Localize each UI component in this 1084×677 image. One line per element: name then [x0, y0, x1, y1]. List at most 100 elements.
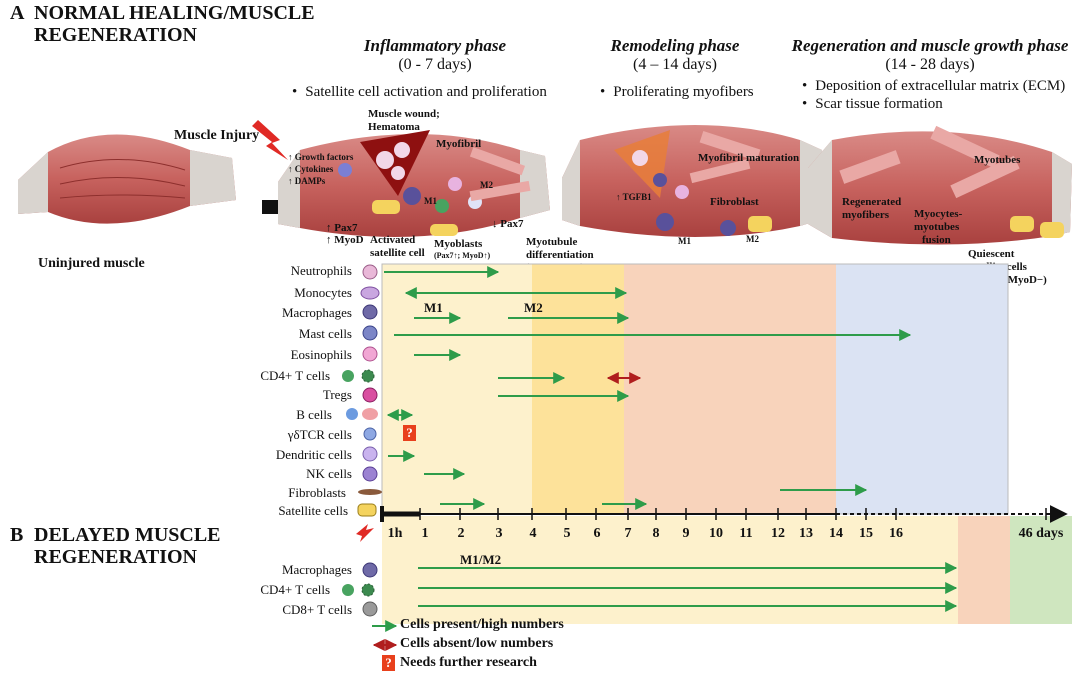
phase-regeneration: Regeneration and muscle growth phase (14…: [780, 36, 1080, 74]
cell-label: Neutrophils: [290, 263, 352, 278]
tick-label: 46 days: [1018, 526, 1064, 541]
phase-title: Inflammatory phase: [363, 36, 507, 55]
tick-label: 1h: [387, 526, 403, 541]
band-overlap: [532, 264, 624, 514]
tick-label: 2: [457, 526, 465, 541]
label-satellite-cell: satellite cell: [370, 247, 425, 259]
label-uninjured: Uninjured muscle: [38, 256, 145, 271]
cell-label: Satellite cells: [278, 503, 348, 518]
uninjured-muscle-image: [18, 134, 236, 224]
cell-icons-b: [342, 562, 378, 617]
label-myotubes: Myotubes: [974, 154, 1021, 166]
cell-label: Dendritic cells: [275, 447, 352, 462]
cell-icons-a: [342, 264, 382, 517]
tick-label: 14: [829, 526, 843, 541]
plasma-cell-icon: [362, 408, 378, 420]
legend-absent: Cells absent/low numbers: [400, 636, 554, 651]
label-pax7-down: ↓ Pax7: [492, 218, 524, 230]
cell-label: CD8+ T cells: [282, 602, 352, 617]
phase-bullet: Scar tissue formation: [802, 96, 942, 113]
tick-label: 13: [799, 526, 813, 541]
label-myocytes: Myocytes-: [914, 208, 963, 220]
tick-label: 3: [495, 526, 503, 541]
cell-label: CD4+ T cells: [260, 582, 330, 597]
neutrophil-icon: [362, 264, 378, 280]
cell-label: NK cells: [306, 466, 352, 481]
phase-bullet: Proliferating myofibers: [600, 84, 753, 101]
label-growth-factors: ↑ Growth factors: [288, 152, 354, 162]
section-b-letter: B: [10, 524, 24, 546]
label-fusion: fusion: [922, 234, 951, 246]
cd4-t-cell-active-icon: [361, 369, 375, 383]
eosinophil-icon: [362, 346, 378, 362]
cell-label: Macrophages: [281, 562, 352, 577]
label-damps: ↑ DAMPs: [288, 176, 326, 186]
tick-label: 8: [652, 526, 660, 541]
tick-label: 4: [529, 526, 537, 541]
label-plot-m1: M1: [424, 300, 443, 315]
muscle-illustrations: [18, 120, 1072, 245]
tick-label: 9: [682, 526, 690, 541]
cell-label: Macrophages: [281, 305, 352, 320]
question-mark-box: ?: [403, 425, 416, 441]
nk-cell-icon: [362, 466, 378, 482]
label-muscle-injury: Muscle Injury: [174, 128, 260, 143]
band-delayed-regeneration: [1010, 516, 1072, 624]
cd4-b-icon: [342, 584, 354, 596]
tick-label: 1: [421, 526, 429, 541]
tick-label: 7: [624, 526, 632, 541]
section-b-title: DELAYED MUSCLE REGENERATION: [34, 524, 221, 568]
band-delayed-remodeling: [958, 516, 1010, 624]
cd4-b-active-icon: [361, 583, 375, 597]
legend-research: Needs further research: [400, 655, 537, 670]
tick-label: 10: [709, 526, 723, 541]
label-m1: M1: [424, 196, 437, 206]
band-inflammatory: [382, 264, 532, 514]
label-fibroblast: Fibroblast: [710, 196, 759, 208]
phase-days: (0 - 7 days): [398, 56, 472, 73]
label-regenerated: Regenerated: [842, 196, 902, 208]
phase-title: Regeneration and muscle growth phase: [791, 36, 1069, 55]
tick-label: 12: [771, 526, 785, 541]
label-plot-m1m2: M1/M2: [460, 552, 502, 567]
phase-title: Remodeling phase: [610, 36, 740, 55]
label-m2-remodel: M2: [746, 234, 759, 244]
label-differentiation: differentiation: [526, 249, 594, 261]
cell-label: Fibroblasts: [288, 485, 346, 500]
lightning-icon: [252, 120, 288, 160]
satellite-cell-icon: [357, 503, 377, 517]
lightning-small-icon: [356, 524, 374, 542]
label-muscle-wound: Muscle wound;: [368, 108, 440, 120]
label-myofibril: Myofibril: [436, 138, 482, 150]
label-m2: M2: [480, 180, 493, 190]
section-a-title: NORMAL HEALING/MUSCLE REGENERATION: [34, 2, 315, 46]
gd-tcr-cell-icon: [363, 427, 377, 441]
label-myofibril-maturation: Myofibril maturation: [698, 152, 800, 164]
label-pax7-up: ↑ Pax7: [326, 222, 358, 234]
cell-label: Mast cells: [298, 326, 352, 341]
label-myoblasts-markers: (Pax7↑; MyoD↑): [434, 251, 491, 260]
tick-label: 16: [889, 526, 903, 541]
phase-days: (4 – 14 days): [633, 56, 717, 73]
legend-question-box: ?: [382, 655, 395, 671]
label-quiescent: Quiescent: [968, 248, 1015, 260]
regenerated-muscle-image: [808, 125, 1072, 245]
cell-label: CD4+ T cells: [260, 368, 330, 383]
label-plot-m2: M2: [524, 300, 543, 315]
treg-icon: [362, 387, 378, 403]
phase-inflammatory: Inflammatory phase (0 - 7 days): [330, 36, 540, 74]
phase-bullet: Satellite cell activation and proliferat…: [292, 84, 547, 101]
fibroblast-icon: [358, 489, 382, 495]
b-cell-icon: [346, 408, 358, 420]
tick-label: 6: [593, 526, 601, 541]
cell-label: Monocytes: [294, 285, 352, 300]
phase-remodeling: Remodeling phase (4 – 14 days): [590, 36, 760, 74]
mast-cell-icon: [362, 325, 378, 341]
label-myoblasts: Myoblasts: [434, 238, 483, 250]
label-cytokines: ↑ Cytokines: [288, 164, 334, 174]
label-myod-up: ↑ MyoD: [326, 234, 364, 246]
cell-label: Eosinophils: [290, 347, 352, 362]
phase-bullet: Deposition of extracellular matrix (ECM): [802, 78, 1065, 95]
cd4-t-cell-icon: [342, 370, 354, 382]
